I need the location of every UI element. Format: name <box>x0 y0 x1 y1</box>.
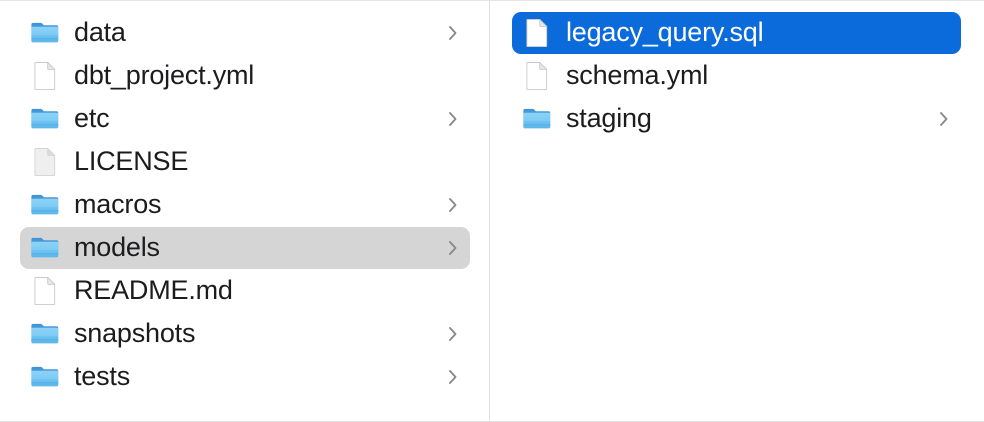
folder-icon <box>30 103 60 135</box>
document-icon <box>522 60 552 92</box>
folder-icon <box>30 318 60 350</box>
disclosure-chevron-icon[interactable] <box>446 194 460 216</box>
finder-item-readme-md[interactable]: README.md <box>20 270 470 312</box>
finder-item-data[interactable]: data <box>20 12 470 54</box>
folder-icon <box>30 361 60 393</box>
finder-item-label: LICENSE <box>74 147 189 176</box>
finder-item-models[interactable]: models <box>20 227 470 269</box>
disclosure-chevron-icon[interactable] <box>937 108 951 130</box>
finder-item-label: etc <box>74 104 110 133</box>
finder-item-legacy-query-sql[interactable]: legacy_query.sql <box>512 12 961 54</box>
plain-document-icon <box>30 146 60 178</box>
disclosure-chevron-icon[interactable] <box>446 22 460 44</box>
finder-item-label: macros <box>74 190 162 219</box>
finder-item-label: legacy_query.sql <box>566 18 764 47</box>
disclosure-chevron-icon[interactable] <box>446 237 460 259</box>
disclosure-chevron-icon[interactable] <box>446 108 460 130</box>
disclosure-chevron-icon[interactable] <box>446 323 460 345</box>
folder-icon <box>522 103 552 135</box>
finder-item-schema-yml[interactable]: schema.yml <box>512 55 961 97</box>
document-icon <box>30 60 60 92</box>
disclosure-chevron-icon[interactable] <box>446 366 460 388</box>
finder-item-label: dbt_project.yml <box>74 61 255 90</box>
finder-item-tests[interactable]: tests <box>20 356 470 398</box>
finder-item-label: data <box>74 18 126 47</box>
column-models[interactable]: legacy_query.sql schema.yml staging <box>490 1 983 421</box>
finder-item-etc[interactable]: etc <box>20 98 470 140</box>
finder-item-label: schema.yml <box>566 61 709 90</box>
finder-item-label: snapshots <box>74 319 196 348</box>
finder-item-staging[interactable]: staging <box>512 98 961 140</box>
finder-item-label: models <box>74 233 160 262</box>
folder-icon <box>30 189 60 221</box>
folder-icon <box>30 17 60 49</box>
folder-icon <box>30 232 60 264</box>
finder-item-label: tests <box>74 362 131 391</box>
document-icon <box>522 17 552 49</box>
finder-item-dbt-project-yml[interactable]: dbt_project.yml <box>20 55 470 97</box>
finder-item-snapshots[interactable]: snapshots <box>20 313 470 355</box>
finder-item-label: staging <box>566 104 652 133</box>
finder-item-macros[interactable]: macros <box>20 184 470 226</box>
finder-item-label: README.md <box>74 276 233 305</box>
document-icon <box>30 275 60 307</box>
finder-item-license[interactable]: LICENSE <box>20 141 470 183</box>
